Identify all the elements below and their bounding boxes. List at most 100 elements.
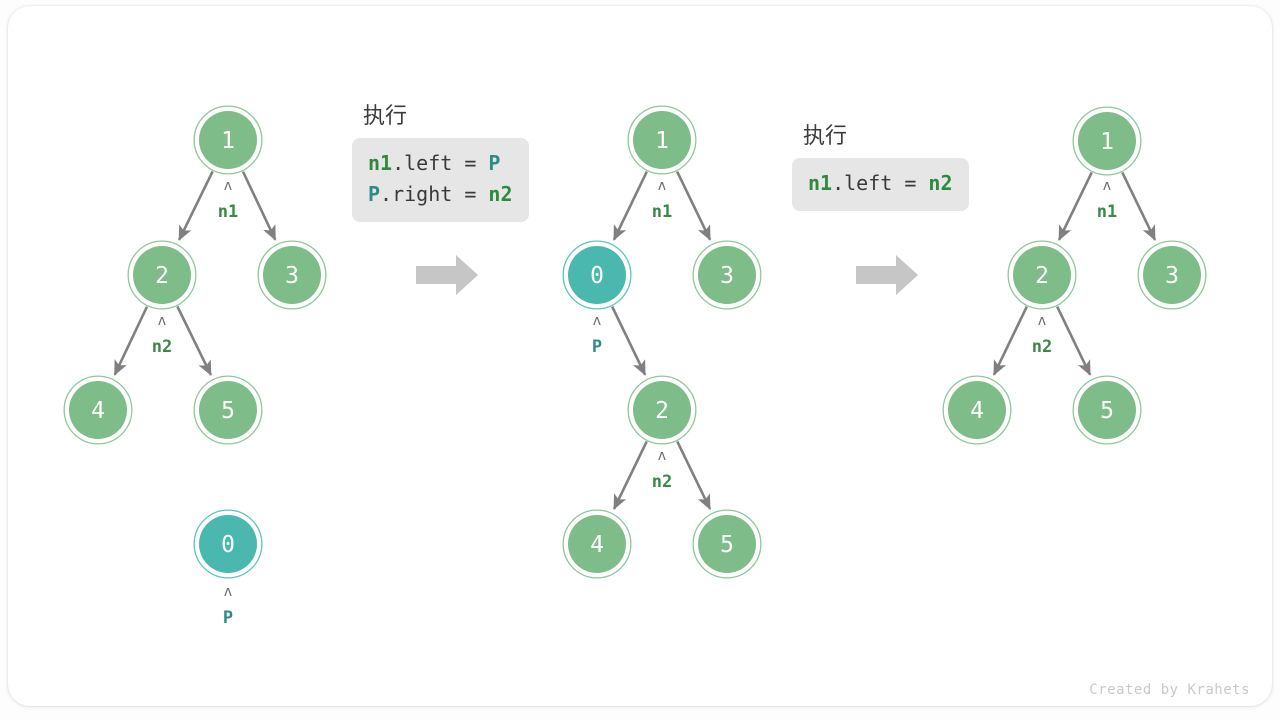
tree-edge bbox=[992, 305, 1028, 376]
node-circle bbox=[199, 381, 257, 439]
node-ring-gap bbox=[1138, 241, 1206, 309]
node-value: 1 bbox=[221, 128, 235, 154]
node-outer-ring bbox=[63, 375, 133, 445]
node-ring-gap bbox=[563, 241, 631, 309]
node-circle bbox=[1078, 112, 1136, 170]
tree-node[interactable]: 4 bbox=[63, 375, 133, 445]
code-line: n1.left = P bbox=[368, 148, 513, 179]
pointer-label: n2 bbox=[652, 472, 672, 492]
tree-node[interactable]: 4 bbox=[942, 375, 1012, 445]
node-outer-ring bbox=[257, 240, 327, 310]
tree-node[interactable]: 1 bbox=[627, 105, 697, 175]
tree-edge bbox=[676, 170, 712, 241]
node-outer-ring bbox=[1137, 240, 1207, 310]
node-ring-gap bbox=[628, 376, 696, 444]
tree-edges-layer bbox=[113, 170, 1157, 510]
node-circle bbox=[69, 381, 127, 439]
tree-node[interactable]: 1 bbox=[193, 105, 263, 175]
node-ring-gap bbox=[693, 241, 761, 309]
pointer-caret-icon: ʌ bbox=[158, 313, 166, 329]
tree-edge bbox=[1057, 171, 1093, 241]
node-value: 2 bbox=[1035, 263, 1049, 289]
code-block-step-3: n1.left = n2 bbox=[792, 158, 969, 211]
node-outer-ring bbox=[1072, 375, 1142, 445]
code-token: .right = bbox=[380, 182, 489, 206]
tree-edge bbox=[612, 170, 648, 241]
tree-node[interactable]: 5 bbox=[692, 509, 762, 579]
node-outer-ring bbox=[1007, 240, 1077, 310]
code-token: n1 bbox=[368, 151, 393, 175]
tree-edge bbox=[177, 170, 214, 241]
node-value: 3 bbox=[285, 263, 299, 289]
node-circle bbox=[263, 246, 321, 304]
code-token: P bbox=[368, 182, 381, 206]
node-ring-gap bbox=[693, 510, 761, 578]
node-ring-gap bbox=[1073, 107, 1141, 175]
node-outer-ring bbox=[562, 509, 632, 579]
node-ring-gap bbox=[194, 376, 262, 444]
node-ring-gap bbox=[563, 510, 631, 578]
node-outer-ring bbox=[193, 375, 263, 445]
node-circle bbox=[568, 515, 626, 573]
node-circle bbox=[633, 381, 691, 439]
exec-heading-step-3: 执行 bbox=[803, 123, 848, 148]
tree-node[interactable]: 3 bbox=[692, 240, 762, 310]
node-value: 3 bbox=[1165, 263, 1179, 289]
node-outer-ring bbox=[1072, 106, 1142, 176]
tree-edge bbox=[676, 440, 712, 510]
pointer-caret-icon: ʌ bbox=[658, 448, 666, 464]
tree-node[interactable]: 0 bbox=[193, 509, 263, 579]
tree-node[interactable]: 3 bbox=[1137, 240, 1207, 310]
node-value: 5 bbox=[720, 532, 734, 558]
code-line: P.right = n2 bbox=[368, 179, 513, 210]
node-outer-ring bbox=[562, 240, 632, 310]
node-circle bbox=[1013, 246, 1071, 304]
node-value: 0 bbox=[221, 532, 235, 558]
pointer-label: n1 bbox=[652, 202, 672, 222]
node-value: 4 bbox=[91, 398, 105, 424]
tree-node[interactable]: 3 bbox=[257, 240, 327, 310]
tree-node[interactable]: 4 bbox=[562, 509, 632, 579]
node-ring-gap bbox=[1073, 376, 1141, 444]
tree-node[interactable]: 0 bbox=[562, 240, 632, 310]
pointer-caret-icon: ʌ bbox=[1038, 313, 1046, 329]
tree-node[interactable]: 2 bbox=[127, 240, 197, 310]
tree-node[interactable]: 1 bbox=[1072, 106, 1142, 176]
node-ring-gap bbox=[194, 106, 262, 174]
code-token: n2 bbox=[488, 182, 513, 206]
node-outer-ring bbox=[127, 240, 197, 310]
pointer-label: n2 bbox=[152, 337, 172, 357]
tree-edge bbox=[1121, 171, 1157, 241]
node-value: 0 bbox=[590, 263, 604, 289]
node-ring-gap bbox=[258, 241, 326, 309]
tree-node[interactable]: 2 bbox=[627, 375, 697, 445]
code-token: n1 bbox=[808, 171, 833, 195]
pointer-label: n1 bbox=[1097, 202, 1117, 222]
node-circle bbox=[1078, 381, 1136, 439]
step-transition-arrow bbox=[856, 255, 918, 295]
node-circle bbox=[698, 515, 756, 573]
node-value: 1 bbox=[655, 128, 669, 154]
node-circle bbox=[1143, 246, 1201, 304]
tree-node[interactable]: 5 bbox=[193, 375, 263, 445]
node-ring-gap bbox=[943, 376, 1011, 444]
pointer-label: n1 bbox=[218, 202, 238, 222]
node-ring-gap bbox=[628, 106, 696, 174]
pointer-caret-icon: ʌ bbox=[593, 313, 601, 329]
pointer-label: P bbox=[223, 608, 233, 628]
node-ring-gap bbox=[128, 241, 196, 309]
node-value: 4 bbox=[590, 532, 604, 558]
tree-node[interactable]: 5 bbox=[1072, 375, 1142, 445]
tree-edge bbox=[1056, 305, 1092, 376]
node-outer-ring bbox=[692, 240, 762, 310]
tree-node[interactable]: 2 bbox=[1007, 240, 1077, 310]
tree-edge bbox=[113, 306, 149, 376]
pointer-caret-icon: ʌ bbox=[1103, 178, 1111, 194]
node-value: 3 bbox=[720, 263, 734, 289]
code-line: n1.left = n2 bbox=[808, 168, 953, 199]
step-transition-arrow bbox=[416, 255, 478, 295]
